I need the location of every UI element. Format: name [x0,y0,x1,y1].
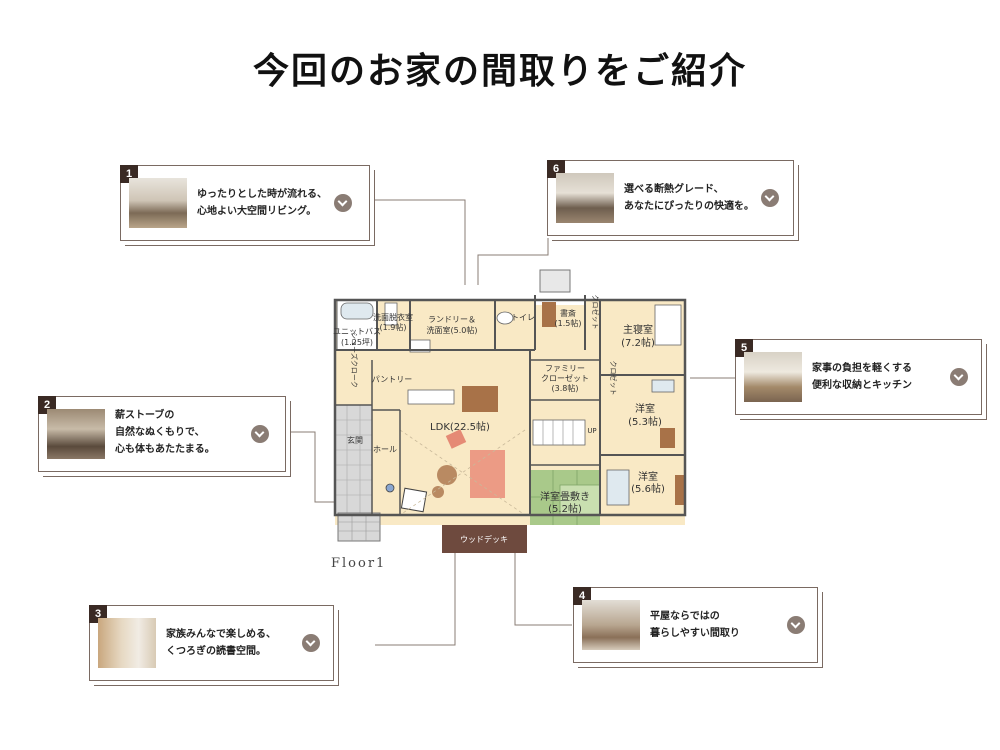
living-room-photo [129,178,187,228]
room-laundry-2: 洗面室(5.0帖) [427,325,478,335]
room-dressing-size: (1.9帖) [380,322,407,332]
feature-card-3[interactable]: 3 家族みんなで楽しめる、 くつろぎの読書空間。 [89,605,334,681]
room-closet-a: クロゼット [591,295,600,330]
chevron-down-icon[interactable] [950,368,968,386]
room-toilet: トイレ [511,313,535,322]
chevron-down-icon[interactable] [302,634,320,652]
room-unit-bath-size: (1.25坪) [341,338,373,347]
room-closet-b: クロゼット [609,361,618,396]
room-family-2: クローゼット [541,373,589,383]
room-laundry: ランドリー＆ [428,315,476,324]
chevron-down-icon[interactable] [787,616,805,634]
room-up: UP [587,427,596,435]
card-text: ゆったりとした時が流れる、 心地よい大空間リビング。 [197,189,327,217]
room-pantry: パントリー [372,375,412,384]
feature-card-2[interactable]: 2 薪ストーブの 自然なぬくもりで、 心も体もあたたまる。 [38,396,286,472]
kitchen-photo [744,352,802,402]
room-western-1: 洋室 [635,402,655,415]
insulation-photo [556,173,614,223]
room-ldk: LDK(22.5帖) [430,420,490,433]
room-master: 主寝室 [623,323,653,336]
room-entrance: 玄関 [347,435,363,445]
card-text: 平屋ならではの 暮らしやすい間取り [650,611,740,639]
room-study: 書斎 [560,308,576,318]
room-family-size: (3.8帖) [552,383,579,393]
room-study-size: (1.5帖) [555,318,582,328]
room-tatami-size: (5.2帖) [548,502,582,515]
walls [333,295,687,517]
feature-card-1[interactable]: 1 ゆったりとした時が流れる、 心地よい大空間リビング。 [120,165,370,241]
chevron-down-icon[interactable] [251,425,269,443]
room-western-1-size: (5.3帖) [628,415,662,428]
room-unit-bath: ユニットバス [333,327,381,336]
card-text: 選べる断熱グレード、 あなたにぴったりの快適を。 [624,184,754,212]
page-title: 今回のお家の間取りをご紹介 [252,51,747,92]
room-master-size: (7.2帖) [621,336,655,349]
chevron-down-icon[interactable] [334,194,352,212]
wood-stove-photo [47,409,105,459]
room-deck: ウッドデッキ [460,534,508,544]
feature-card-4[interactable]: 4 平屋ならではの 暮らしやすい間取り [573,587,818,663]
room-hall: ホール [373,445,397,454]
feature-card-5[interactable]: 5 家事の負担を軽くする 便利な収納とキッチン [735,339,982,415]
room-dressing: 洗面脱衣室 [373,312,413,322]
connector-lines [288,199,735,646]
card-text: 家族みんなで楽しめる、 くつろぎの読書空間。 [166,629,276,657]
chevron-down-icon[interactable] [761,189,779,207]
single-story-photo [582,600,640,650]
feature-card-6[interactable]: 6 選べる断熱グレード、 あなたにぴったりの快適を。 [547,160,794,236]
card-text: 薪ストーブの 自然なぬくもりで、 心も体もあたたまる。 [115,410,215,455]
floor-area [335,269,685,553]
room-western-2-size: (5.6帖) [631,482,665,495]
room-family: ファミリー [545,364,585,373]
room-western-2: 洋室 [638,470,658,483]
room-tatami: 洋室畳敷き [540,490,590,503]
reading-space-photo [98,618,156,668]
card-text: 家事の負担を軽くする 便利な収納とキッチン [812,363,912,391]
floor-label: Floor1 [331,556,387,571]
room-labels: ユニットバス (1.25坪) 洗面脱衣室 (1.9帖) ランドリー＆ 洗面室(5… [333,295,665,545]
room-shoe: シューズクローク [350,332,359,388]
